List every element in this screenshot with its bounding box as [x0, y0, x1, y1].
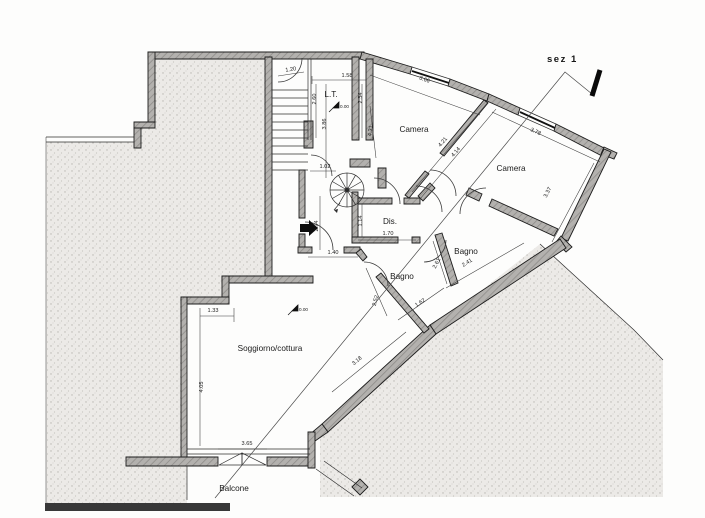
dimension-2-60: 2.60: [312, 94, 318, 105]
room-label-camera-2: Camera: [496, 164, 526, 173]
spiral-staircase: [329, 172, 365, 213]
dimension-1-70: 1.70: [383, 231, 394, 237]
dimension-2-34: 2.34: [358, 93, 364, 104]
dimension-4-31: 4.31: [367, 125, 374, 137]
dimension-1-62: 1.62: [414, 298, 426, 309]
room-label-lt: L.T.: [324, 90, 337, 99]
dimension-4-21: 4.21: [437, 136, 449, 148]
dimension-1-33: 1.33: [208, 308, 219, 314]
scan-artifacts: [45, 136, 230, 511]
dimension-2-41: 2.41: [461, 258, 473, 269]
dimension-4-05: 4.05: [199, 382, 205, 393]
dimension-3-78: 3.78: [529, 127, 541, 137]
dimension-1-40: 1.40: [328, 250, 339, 256]
dimension-1-58: 1.58: [342, 73, 353, 79]
door-arcs: [277, 57, 487, 287]
dimension-2-52: 2.52: [372, 295, 381, 307]
section-label: sez 1: [547, 54, 578, 65]
terrace-area-bottom-right: [320, 244, 663, 497]
dimension-3-18: 3.18: [351, 355, 363, 367]
window-top-2: [517, 107, 557, 132]
dimension-3-65: 3.65: [242, 441, 253, 447]
section-mark-bar: [589, 69, 603, 97]
dimension-3-66: 3.66: [418, 75, 430, 84]
level-value-0: 0.00: [340, 104, 349, 109]
dimension-3-86: 3.86: [322, 119, 328, 130]
labels-layer: L.T.CameraCameraDis.BagnoBagnoSoggiorno/…: [199, 66, 553, 493]
room-label-balcone: Balcone: [219, 484, 249, 493]
dimension-3-37: 3.37: [543, 186, 553, 198]
dimension-2-61: 2.61: [432, 257, 442, 269]
balcony-door-symbol: [218, 452, 267, 466]
dimension-lines: [199, 71, 601, 450]
section-line: [214, 69, 603, 499]
entrance-arrow-icon: [300, 220, 318, 236]
terrace-area-left: [46, 57, 265, 503]
staircase-treads: [272, 59, 312, 171]
room-label-bagno-left: Bagno: [390, 272, 414, 281]
scan-dark-band: [45, 503, 230, 511]
room-label-bagno-right: Bagno: [454, 247, 478, 256]
exterior-stipple-areas: [46, 57, 664, 503]
room-label-camera-1: Camera: [399, 125, 429, 134]
level-markers: [287, 101, 340, 316]
room-label-dis: Dis.: [383, 217, 397, 226]
dimension-1-14: 1.14: [358, 216, 364, 227]
walls-layer: [125, 51, 618, 496]
dimension-1-02: 1.02: [320, 164, 331, 170]
dimension-1-20: 1.20: [285, 66, 297, 73]
level-value-1: 0.00: [299, 307, 308, 312]
dimension-2-94: 2.94: [314, 221, 320, 232]
thin-lines-layer: [186, 59, 557, 500]
room-label-soggiorno: Soggiorno/cottura: [238, 344, 303, 353]
window-top-1: [409, 66, 451, 87]
dimension-4-14: 4.14: [450, 146, 462, 158]
